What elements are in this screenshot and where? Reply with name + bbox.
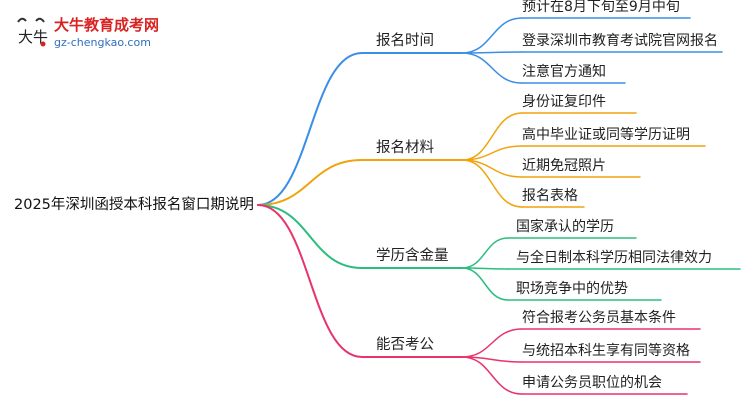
leaf-connector: [461, 267, 509, 301]
branch-label: 能否考公: [376, 337, 434, 353]
leaf-connector: [461, 237, 509, 269]
leaf-connector: [461, 112, 523, 161]
leaf-label: 国家承认的学历: [516, 219, 614, 235]
site-logo[interactable]: 大牛 大牛教育成考网 gz-chengkao.com: [14, 12, 194, 56]
leaf-connector: [461, 17, 523, 54]
leaf-connector: [461, 159, 523, 208]
logo-mark-text: 大牛: [18, 28, 48, 46]
leaf-label: 报名表格: [522, 188, 578, 204]
leaf-label: 符合报考公务员基本条件: [522, 310, 676, 326]
leaf-connector: [461, 52, 523, 84]
leaf-label: 申请公务员职位的机会: [522, 375, 662, 391]
leaf-label: 登录深圳市教育考试院官网报名: [522, 33, 718, 49]
branch-connector: [257, 159, 363, 206]
branch-connector: [257, 52, 363, 206]
leaf-label: 职场竞争中的优势: [516, 281, 628, 297]
leaf-label: 与统招本科生享有同等资格: [522, 343, 690, 359]
leaf-label: 近期免冠照片: [522, 158, 606, 174]
branch-label: 学历含金量: [376, 248, 449, 264]
leaf-connector: [461, 328, 523, 358]
leaf-connector: [461, 356, 523, 395]
leaf-connector: [461, 145, 523, 161]
logo-title: 大牛教育成考网: [54, 16, 160, 34]
leaf-label: 身份证复印件: [522, 94, 606, 110]
branch-label: 报名材料: [376, 140, 434, 156]
leaf-label: 预计在8月下旬至9月中旬: [522, 0, 680, 15]
leaf-label: 高中毕业证或同等学历证明: [522, 127, 690, 143]
bull-logo-icon: 大牛: [17, 17, 48, 47]
logo-url: gz-chengkao.com: [54, 36, 151, 49]
leaf-label: 注意官方通知: [522, 64, 606, 80]
branch-connector: [257, 204, 363, 269]
root-topic: 2025年深圳函授本科报名窗口期说明: [14, 197, 254, 213]
leaf-connector: [461, 159, 523, 178]
leaf-label: 与全日制本科学历相同法律效力: [516, 250, 712, 266]
branch-connector: [257, 204, 363, 358]
branch-label: 报名时间: [376, 33, 434, 49]
